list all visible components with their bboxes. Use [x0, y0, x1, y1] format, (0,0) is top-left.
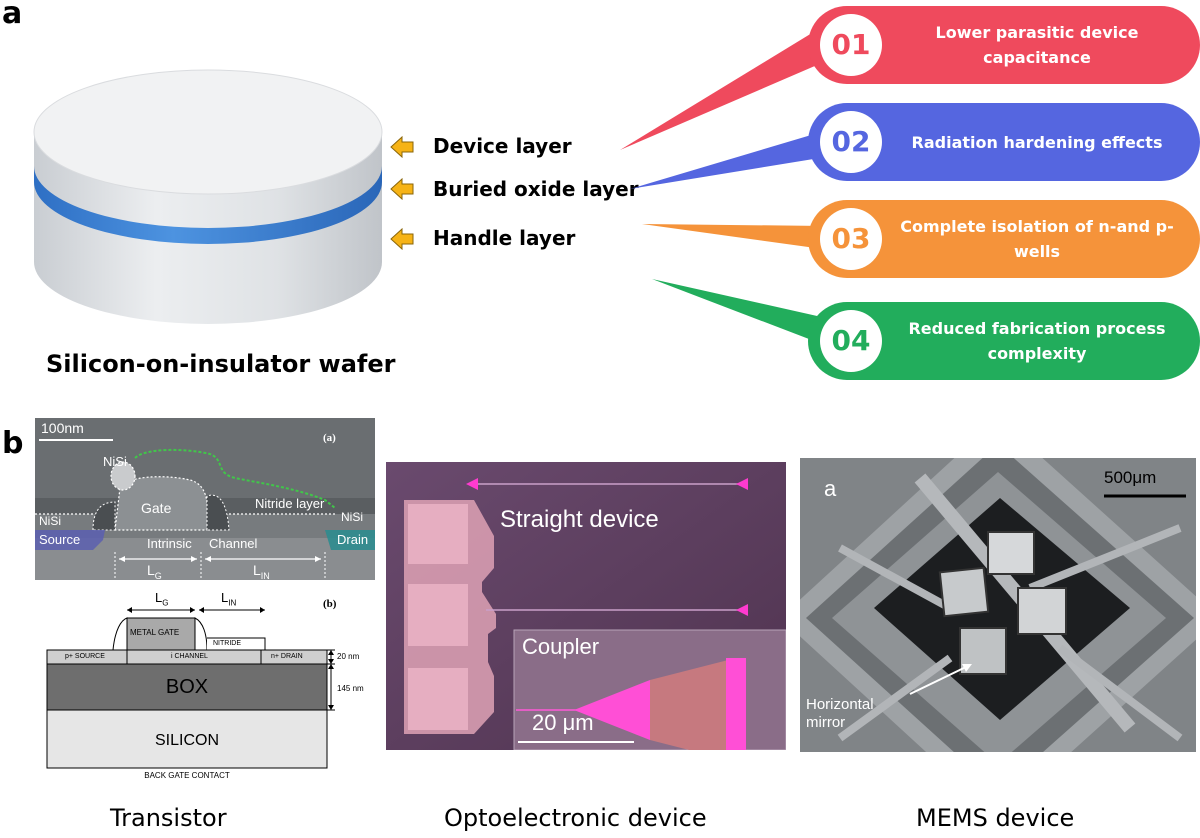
gate-label: Gate: [141, 500, 172, 516]
advantage-number: 04: [820, 310, 882, 372]
soi-wafer-illustration: [33, 69, 383, 324]
device-layer-arrow-icon: [390, 136, 414, 158]
lg-label: LG: [147, 562, 162, 580]
panel-a-letter: a: [2, 0, 23, 31]
dim-145nm-label: 145 nm: [337, 684, 364, 693]
device-layer-label: Device layer: [433, 134, 572, 158]
transistor-schematic: LG LIN (b) METAL GATE NITRIDE p+ SOURCE …: [35, 588, 375, 788]
opto-scale-label: 20 μm: [532, 710, 594, 735]
transistor-sem-image: 100nm (a) NiSi Gate Nitride layer NiSi N…: [35, 418, 375, 580]
nisi-top-label: NiSi: [103, 454, 127, 469]
straight-device-label: Straight device: [500, 506, 659, 533]
schematic-lg-label: LG: [155, 590, 169, 608]
back-gate-label: BACK GATE CONTACT: [144, 771, 230, 780]
advantage-pill-03: 03 Complete isolation of n-and p-wells: [808, 200, 1200, 278]
buried-oxide-arrow-icon: [390, 178, 414, 200]
advantage-number: 02: [820, 111, 882, 173]
mems-sem-image: a 500μm Horizontal mirror: [800, 458, 1196, 752]
advantage-pill-01: 01 Lower parasitic device capacitance: [808, 6, 1200, 84]
coupler-label: Coupler: [522, 634, 600, 659]
optoelectronic-micrograph: Straight device Coupler 20 μm: [386, 462, 786, 750]
nitride-label: NITRIDE: [213, 640, 241, 647]
advantage-pill-02: 02 Radiation hardening effects: [808, 103, 1200, 181]
channel-label: Channel: [209, 536, 258, 551]
advantage-text: Complete isolation of n-and p-wells: [900, 217, 1174, 261]
advantage-number: 03: [820, 208, 882, 270]
horizontal-mirror-label: Horizontal mirror: [806, 696, 874, 732]
n-drain-label: n+ DRAIN: [271, 653, 303, 660]
soi-wafer-caption: Silicon-on-insulator wafer: [46, 350, 396, 378]
schematic-lin-label: LIN: [221, 590, 237, 608]
intrinsic-label: Intrinsic: [147, 536, 192, 551]
panel-b-letter: b: [2, 426, 24, 461]
mems-scale-label: 500μm: [1104, 468, 1157, 487]
optoelectronic-caption: Optoelectronic device: [444, 804, 707, 832]
advantage-connectors: [620, 22, 838, 344]
nitride-layer-label: Nitride layer: [255, 496, 325, 511]
figure-tag-a: (a): [323, 432, 336, 444]
drain-label: Drain: [337, 532, 369, 547]
advantage-number: 01: [820, 14, 882, 76]
handle-layer-arrow-icon: [390, 228, 414, 250]
buried-oxide-layer-label: Buried oxide layer: [433, 177, 639, 201]
transistor-caption: Transistor: [110, 804, 227, 832]
mems-tag: a: [824, 476, 837, 501]
p-source-label: p+ SOURCE: [65, 653, 105, 660]
silicon-label: SILICON: [154, 732, 219, 749]
advantage-text: Radiation hardening effects: [911, 132, 1163, 152]
mirror-label-line1: Horizontal: [806, 696, 874, 713]
nisi-left-label: NiSi: [39, 514, 62, 528]
scale-bar-label: 100nm: [41, 420, 84, 436]
handle-layer-label: Handle layer: [433, 226, 576, 250]
i-channel-label: i CHANNEL: [171, 653, 208, 660]
mirror-label-line2: mirror: [806, 714, 846, 731]
box-label: BOX: [165, 676, 209, 698]
mems-caption: MEMS device: [916, 804, 1075, 832]
dim-20nm-label: 20 nm: [337, 652, 360, 661]
nisi-right-label: NiSi: [341, 510, 364, 524]
source-label: Source: [39, 532, 81, 547]
advantage-text: Lower parasitic device capacitance: [935, 23, 1139, 67]
advantage-text: Reduced fabrication process complexity: [908, 319, 1166, 363]
figure-tag-b: (b): [323, 598, 337, 610]
advantage-pill-04: 04 Reduced fabrication process complexit…: [808, 302, 1200, 380]
lin-label: LIN: [253, 562, 270, 580]
metal-gate-label: METAL GATE: [130, 628, 180, 637]
